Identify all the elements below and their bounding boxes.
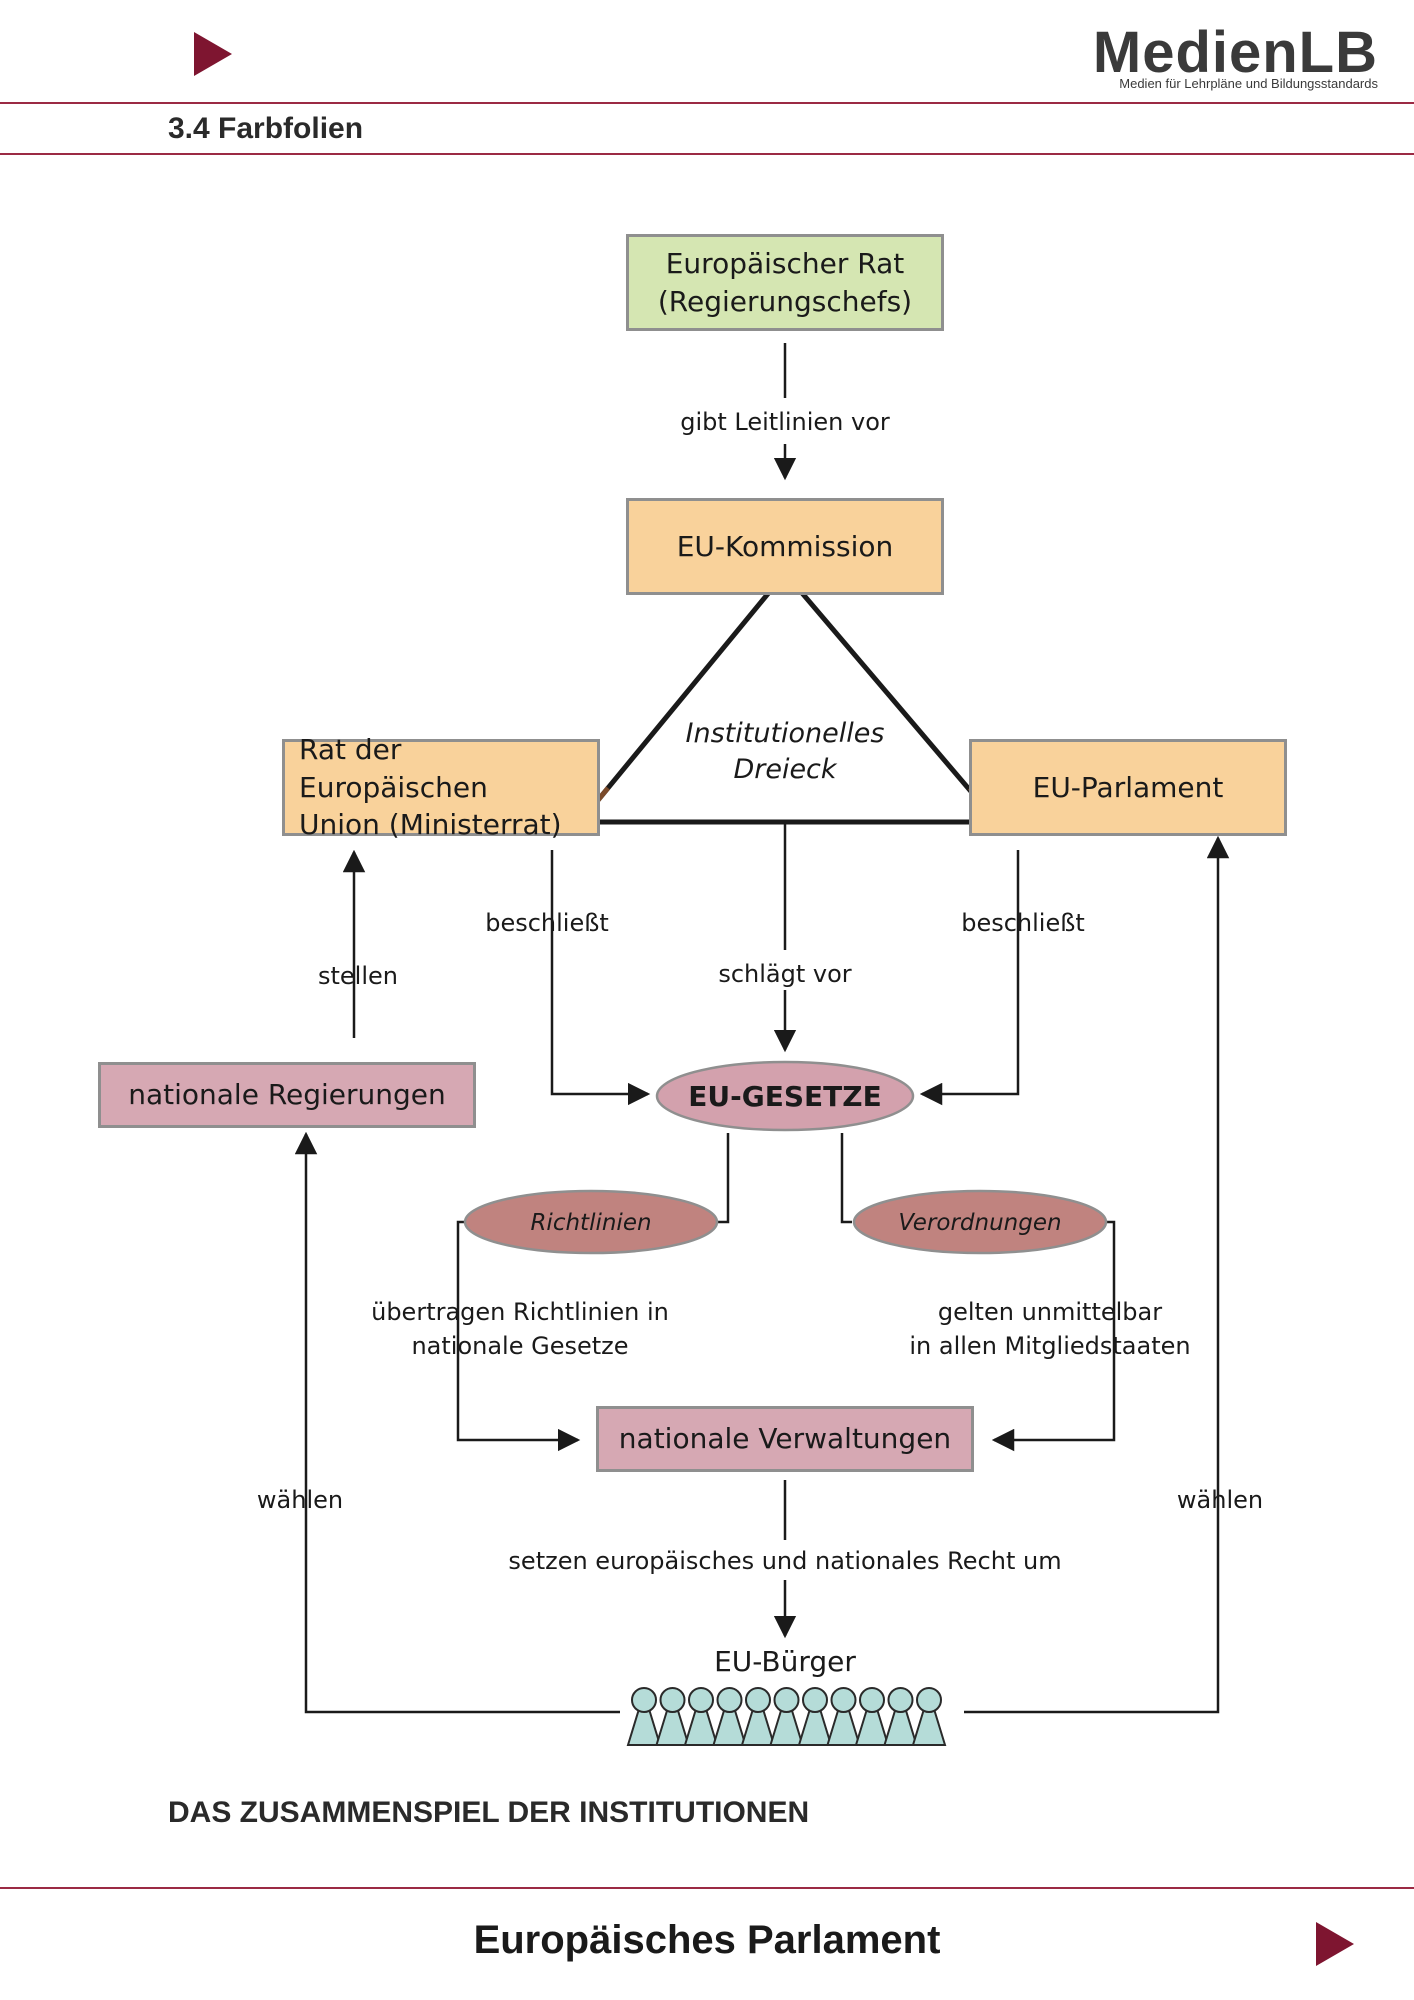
citizen-figure-body — [826, 1708, 861, 1746]
previous-page-icon[interactable] — [194, 32, 232, 76]
regulations-label: Verordnungen — [898, 1210, 1061, 1236]
citizen-figure-head — [773, 1687, 800, 1713]
citizen-figure-body — [883, 1708, 918, 1746]
citizen-figure-body — [740, 1708, 776, 1746]
arrow-elect-left — [294, 1131, 620, 1714]
label-apply-line2: in allen Mitgliedstaaten — [909, 1331, 1191, 1360]
citizen-figure-head — [830, 1687, 857, 1713]
citizen-figure-body — [712, 1708, 747, 1746]
directives-ellipse — [463, 1189, 719, 1255]
citizen-figure-body — [854, 1708, 890, 1746]
european-council-line2: (Regierungschefs) — [657, 284, 913, 318]
connector-laws-to-directives — [716, 1133, 730, 1224]
label-decides-right: beschließt — [961, 909, 1085, 937]
arrow-transpose — [456, 1220, 581, 1452]
eu-citizens-label: EU-Bürger — [714, 1645, 856, 1678]
label-apply: gelten unmittelbar in allen Mitgliedstaa… — [880, 1296, 1220, 1363]
brand-logo: MedienLB — [1092, 20, 1378, 85]
national-governments-box: nationale Regierungen — [98, 1062, 476, 1128]
eu-commission-box: EU-Kommission — [626, 498, 944, 595]
citizen-figure-body — [655, 1708, 690, 1746]
national-administrations-box: nationale Verwaltungen — [596, 1406, 974, 1472]
citizen-figure-body — [626, 1708, 662, 1746]
eu-parliament-label: EU-Parlament — [1032, 770, 1224, 804]
regulations-ellipse — [852, 1189, 1108, 1255]
arrow-decides-right — [919, 850, 1020, 1106]
eu-laws-label: EU-GESETZE — [688, 1080, 881, 1113]
triangle-label-line1: Institutionelles — [686, 718, 885, 749]
label-gives-guidelines: gibt Leitlinien vor — [680, 408, 890, 436]
eu-citizens-group — [626, 1687, 947, 1746]
diagram-caption: DAS ZUSAMMENSPIEL DER INSTITUTIONEN — [168, 1796, 810, 1829]
label-transpose-line2: nationale Gesetze — [411, 1331, 629, 1360]
institutional-triangle — [574, 569, 1003, 825]
citizen-figure-head — [631, 1687, 657, 1713]
label-transpose-line1: übertragen Richtlinien in — [371, 1298, 669, 1326]
header-divider-bottom — [0, 153, 1414, 155]
citizen-figure-head — [887, 1687, 914, 1713]
citizen-figure-head — [745, 1687, 771, 1713]
footer-title: Europäisches Parlament — [473, 1918, 941, 1962]
citizen-figure-head — [802, 1687, 828, 1713]
eu-commission-label: EU-Kommission — [676, 529, 894, 563]
next-page-icon[interactable] — [1316, 1922, 1354, 1966]
citizen-figure-head — [659, 1687, 686, 1713]
citizen-figure-head — [688, 1687, 714, 1713]
arrow-decides-left — [550, 850, 651, 1106]
citizen-figure-body — [683, 1708, 719, 1746]
council-eu-line1: Rat der Europäischen — [299, 732, 488, 804]
label-implement: setzen europäisches und nationales Recht… — [508, 1547, 1062, 1575]
connector-laws-to-regulations — [840, 1133, 852, 1224]
section-title: 3.4 Farbfolien — [168, 112, 364, 145]
european-council-line1: Europäischer Rat — [665, 246, 905, 280]
eu-laws-ellipse — [655, 1060, 915, 1132]
citizen-figure-body — [797, 1708, 833, 1746]
national-administrations-label: nationale Verwaltungen — [618, 1422, 952, 1456]
citizen-figure-body — [911, 1708, 947, 1746]
citizen-figure-head — [916, 1687, 942, 1713]
arrow-apply — [991, 1220, 1116, 1452]
header-divider-top — [0, 102, 1414, 104]
citizen-figure-body — [769, 1708, 804, 1746]
citizen-figure-head — [859, 1687, 885, 1713]
label-elect-right: wählen — [1176, 1486, 1264, 1514]
label-appoint: stellen — [318, 962, 398, 990]
european-council-box: Europäischer Rat (Regierungschefs) — [626, 234, 944, 331]
arrow-elect-right — [964, 835, 1230, 1714]
eu-parliament-box: EU-Parlament — [969, 739, 1287, 836]
label-transpose: übertragen Richtlinien in nationale Gese… — [340, 1296, 700, 1363]
national-governments-label: nationale Regierungen — [128, 1078, 446, 1112]
label-elect-left: wählen — [256, 1486, 344, 1514]
triangle-label-line2: Dreieck — [733, 754, 837, 785]
brand-tagline: Medien für Lehrpläne und Bildungsstandar… — [1119, 76, 1378, 91]
label-decides-left: beschließt — [485, 909, 609, 937]
council-eu-line2: Union (Ministerrat) — [299, 808, 562, 842]
label-apply-line1: gelten unmittelbar — [937, 1298, 1163, 1326]
citizen-figure-head — [716, 1687, 743, 1713]
label-proposes: schlägt vor — [718, 960, 852, 988]
council-eu-box: Rat der Europäischen Union (Ministerrat) — [282, 733, 600, 841]
footer-divider — [0, 1887, 1414, 1889]
directives-label: Richtlinien — [530, 1210, 651, 1236]
